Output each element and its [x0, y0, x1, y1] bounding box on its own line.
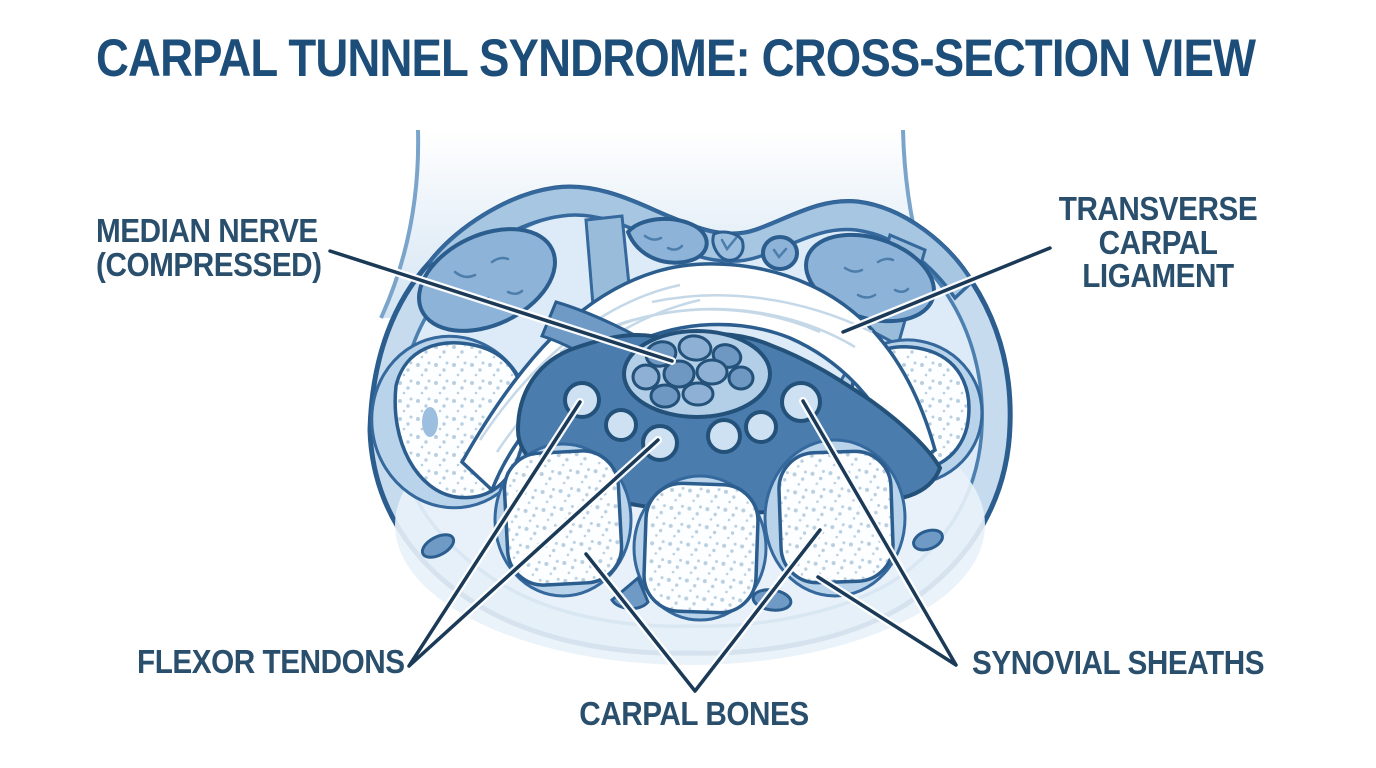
vessels [420, 407, 944, 612]
muscle-texture [453, 234, 910, 302]
forearm-left-contour [379, 129, 421, 319]
nerve-fascicle [649, 383, 681, 409]
nerve-fascicle [677, 334, 713, 362]
leader-lines [328, 246, 1052, 693]
flexor-tendon-circle [744, 410, 778, 444]
label-transverse-line3: LIGAMENT [1082, 257, 1234, 295]
nerve-fascicle [727, 365, 755, 391]
nerve-fascicle [662, 359, 696, 389]
muscle-blob [761, 235, 799, 271]
page-title: CARPAL TUNNEL SYNDROME: CROSS-SECTION VI… [96, 29, 1256, 88]
leader-line-median-nerve [328, 249, 674, 363]
carpal-bone-shape [642, 481, 760, 615]
nerve-fascicle [681, 381, 715, 407]
flexor-tendon-circle [604, 408, 638, 442]
label-transverse-line2: CARPAL [1098, 223, 1218, 261]
label-median-nerve-line2: (COMPRESSED) [96, 245, 322, 283]
nerve-fascicle [631, 363, 661, 391]
label-median-nerve: MEDIAN NERVE (COMPRESSED) [96, 214, 322, 281]
vessel-blob [420, 533, 456, 559]
label-transverse-line1: TRANSVERSE [1058, 190, 1258, 227]
muscle-blob [625, 216, 709, 265]
label-carpal-bones: CARPAL BONES [579, 695, 809, 732]
label-transverse-carpal-ligament: TRANSVERSE CARPAL LIGAMENT [1054, 192, 1263, 293]
label-synovial-sheaths: SYNOVIAL SHEATHS [972, 644, 1265, 681]
label-median-nerve-line1: MEDIAN NERVE [96, 212, 318, 249]
nerve-fascicle [695, 358, 729, 386]
flexor-tendon-circle [706, 418, 742, 454]
median-nerve-shape [622, 329, 772, 419]
leader-line-synovial-sheaths [801, 399, 958, 667]
leader-line-carpal-bones [584, 528, 822, 693]
leader-line-flexor-tendons [407, 400, 660, 668]
leader-line-transverse-carpal-ligament [841, 246, 1052, 334]
muscle-blob [417, 227, 557, 333]
label-flexor-tendons: FLEXOR TENDONS [137, 643, 405, 680]
vessel-blob [912, 528, 944, 552]
vessel-blob [422, 407, 438, 437]
